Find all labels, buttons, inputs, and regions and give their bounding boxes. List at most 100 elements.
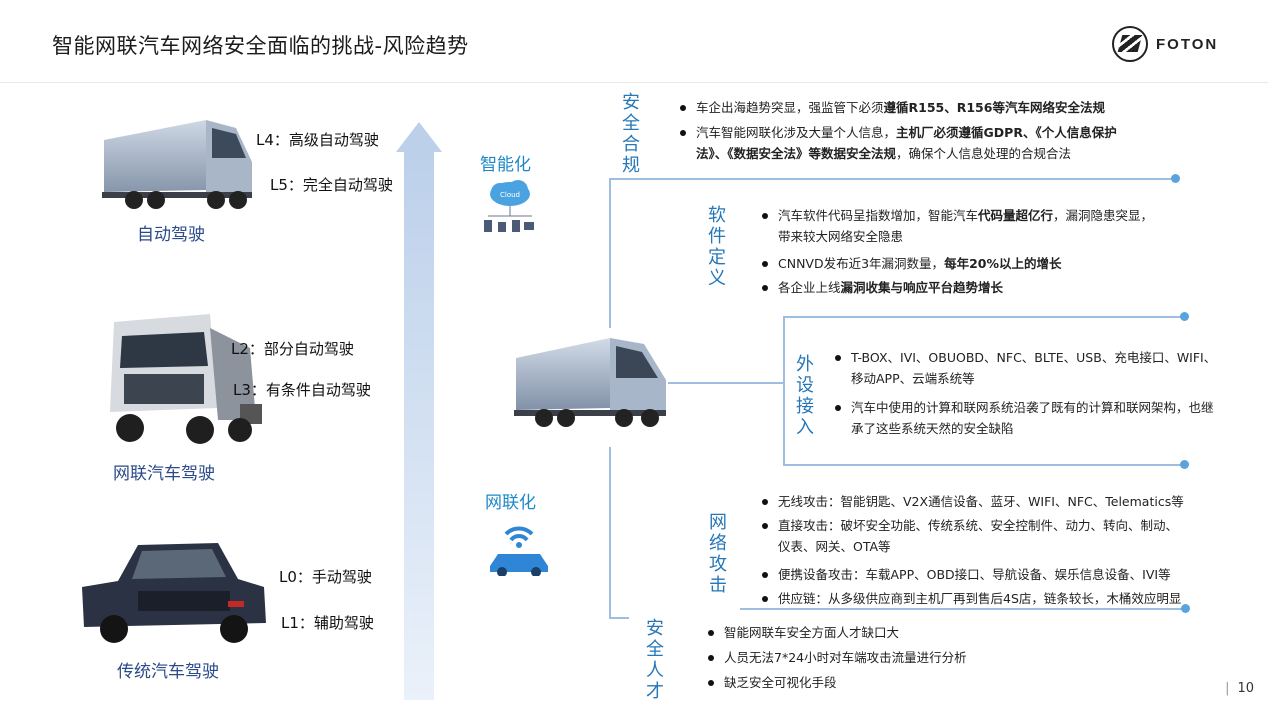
text: 车企出海趋势突显，强监管下必须: [696, 100, 884, 115]
connector-node: [1180, 312, 1189, 321]
text: 无线攻击：智能钥匙、V2X通信设备、蓝牙、WIFI、NFC、Telematics…: [778, 494, 1184, 509]
vehicle-label-autonomous: 自动驾驶: [137, 225, 205, 245]
text: 汽车软件代码呈指数增加，智能汽车: [778, 208, 979, 223]
section-label-talent: 安全人才: [646, 618, 664, 702]
text: 缺乏安全可视化手段: [724, 675, 837, 690]
bullet-dot: [762, 498, 768, 505]
bullet-dot: [708, 679, 714, 686]
attack-bullet-3: 便携设备攻击：车载APP、OBD接口、导航设备、娱乐信息设备、IVI等: [762, 564, 1212, 585]
connector-truck-line: [668, 382, 784, 384]
connector-compliance-line: [609, 178, 1175, 180]
foton-logo: FOTON: [1112, 26, 1218, 62]
bullet-dot: [762, 212, 768, 219]
level-l5: L5：完全自动驾驶: [270, 176, 393, 194]
level-l2: L2：部分自动驾驶: [231, 340, 354, 358]
connector-node: [1171, 174, 1180, 183]
talent-bullet-2: 人员无法7*24小时对车端攻击流量进行分析: [708, 647, 1128, 668]
text: 移动APP、云端系统等: [851, 371, 975, 386]
text: 直接攻击：破坏安全功能、传统系统、安全控制件、动力、转向、制动、: [778, 518, 1179, 533]
vehicle-label-connected: 网联汽车驾驶: [113, 464, 215, 484]
connector-talent-line: [609, 617, 629, 619]
foton-logo-icon: [1112, 26, 1148, 62]
text: 人员无法7*24小时对车端攻击流量进行分析: [724, 650, 967, 665]
connector-external-top: [783, 316, 1183, 318]
bullet-dot: [762, 260, 768, 267]
text-bold: 遵循R155、R156等汽车网络安全法规: [883, 100, 1105, 115]
connector-external-bottom: [783, 464, 1183, 466]
bullet-dot: [762, 284, 768, 291]
section-label-software: 软件定义: [708, 205, 726, 289]
section-label-attack: 网络攻击: [709, 512, 727, 596]
bullet-dot: [835, 404, 841, 411]
talent-bullet-1: 智能网联车安全方面人才缺口大: [708, 622, 1128, 643]
text: ，确保个人信息处理的合规合法: [896, 146, 1072, 161]
software-bullet-1: 汽车软件代码呈指数增加，智能汽车代码量超亿行，漏洞隐患突显， 带来较大网络安全隐…: [762, 205, 1202, 247]
cloud-text: Cloud: [500, 191, 520, 199]
connected-car-icon: [490, 526, 548, 576]
vehicle-label-traditional: 传统汽车驾驶: [117, 662, 219, 682]
connector-attack-line: [740, 608, 1185, 610]
bullet-dot: [680, 129, 686, 136]
text-bold: 代码量超亿行: [978, 208, 1054, 223]
text: 智能网联车安全方面人才缺口大: [724, 625, 900, 640]
logo-text: FOTON: [1156, 35, 1219, 53]
text: 仪表、网关、OTA等: [778, 539, 891, 554]
connector-node: [1181, 604, 1190, 613]
text: 供应链：从多级供应商到主机厂再到售后4S店，链条较长，木桶效应明显: [778, 591, 1182, 606]
text: 汽车智能网联化涉及大量个人信息，: [696, 125, 897, 140]
bullet-dot: [835, 354, 841, 361]
text-bold: 主机厂必须遵循GDPR、《个人信息保护: [896, 125, 1117, 140]
connector-node: [1180, 460, 1189, 469]
attack-bullet-2: 直接攻击：破坏安全功能、传统系统、安全控制件、动力、转向、制动、 仪表、网关、O…: [762, 515, 1212, 557]
software-bullet-2: CNNVD发布近3年漏洞数量，每年20%以上的增长: [762, 253, 1202, 274]
center-truck-image: [514, 338, 666, 427]
section-label-compliance: 安全合规: [622, 92, 640, 176]
connector-junction: [609, 447, 610, 448]
bullet-dot: [762, 595, 768, 602]
connector-lower: [609, 447, 611, 617]
external-bullet-2: 汽车中使用的计算和联网系统沿袭了既有的计算和联网架构，也继 承了这些系统天然的安…: [835, 397, 1245, 439]
attack-bullet-1: 无线攻击：智能钥匙、V2X通信设备、蓝牙、WIFI、NFC、Telematics…: [762, 491, 1212, 512]
level-l1: L1：辅助驾驶: [281, 614, 374, 632]
level-l0: L0：手动驾驶: [279, 568, 372, 586]
level-l4: L4：高级自动驾驶: [256, 131, 379, 149]
connected-label: 网联化: [485, 493, 536, 513]
talent-bullet-3: 缺乏安全可视化手段: [708, 672, 1128, 693]
compliance-bullet-1: 车企出海趋势突显，强监管下必须遵循R155、R156等汽车网络安全法规: [680, 97, 1200, 118]
text-bold: 漏洞收集与响应平台趋势增长: [840, 280, 1004, 295]
connector-external-vertical: [783, 316, 785, 464]
external-bullet-1: T-BOX、IVI、OBUOBD、NFC、BLTE、USB、充电接口、WIFI、…: [835, 347, 1245, 389]
bullet-dot: [762, 522, 768, 529]
bullet-dot: [680, 104, 686, 111]
bullet-dot: [708, 629, 714, 636]
header-divider: [0, 82, 1268, 83]
text-bold: 法》、《数据安全法》等数据安全法规: [696, 146, 897, 161]
text: 各企业上线: [778, 280, 841, 295]
connector-upper: [609, 178, 611, 328]
upward-arrow-head: [396, 122, 442, 152]
smart-label: 智能化: [480, 155, 531, 175]
text: 承了这些系统天然的安全缺陷: [851, 421, 1014, 436]
cloud-network-icon: Cloud: [484, 180, 534, 232]
text: 汽车中使用的计算和联网系统沿袭了既有的计算和联网架构，也继: [851, 400, 1214, 415]
pickup-truck-image: [82, 543, 266, 643]
text: 便携设备攻击：车载APP、OBD接口、导航设备、娱乐信息设备、IVI等: [778, 567, 1171, 582]
text: CNNVD发布近3年漏洞数量，: [778, 256, 945, 271]
attack-bullet-4: 供应链：从多级供应商到主机厂再到售后4S店，链条较长，木桶效应明显: [762, 588, 1212, 609]
upward-arrow: [404, 150, 434, 700]
page-number-text: 10: [1237, 681, 1254, 696]
section-label-external: 外设接入: [796, 354, 814, 438]
text: T-BOX、IVI、OBUOBD、NFC、BLTE、USB、充电接口、WIFI、: [851, 350, 1217, 365]
text: ，漏洞隐患突显，: [1053, 208, 1154, 223]
compliance-bullet-2: 汽车智能网联化涉及大量个人信息，主机厂必须遵循GDPR、《个人信息保护 法》、《…: [680, 122, 1200, 164]
connected-truck-image: [110, 314, 262, 444]
page-number: | 10: [1225, 681, 1254, 696]
page-divider: |: [1225, 681, 1230, 696]
page-title: 智能网联汽车网络安全面临的挑战-风险趋势: [52, 34, 469, 58]
autonomous-truck-image: [102, 120, 252, 209]
software-bullet-3: 各企业上线漏洞收集与响应平台趋势增长: [762, 277, 1202, 298]
text: 带来较大网络安全隐患: [778, 229, 904, 244]
bullet-dot: [708, 654, 714, 661]
level-l3: L3：有条件自动驾驶: [233, 381, 371, 399]
text-bold: 每年20%以上的增长: [944, 256, 1062, 271]
